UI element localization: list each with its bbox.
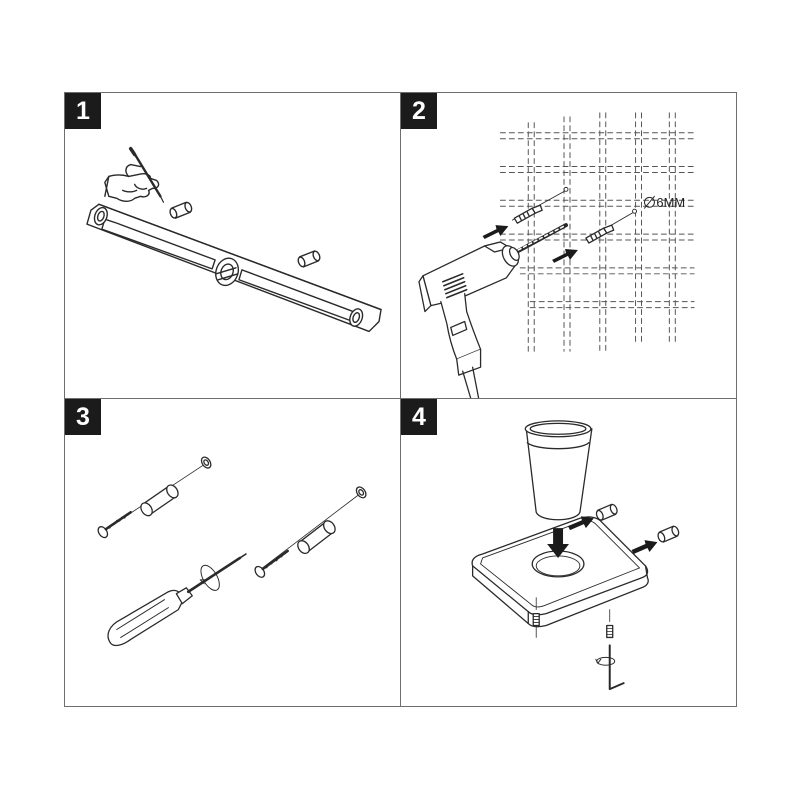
glass-tumbler-icon — [524, 420, 593, 521]
wall-plug-icon — [513, 204, 543, 224]
hex-key-icon — [608, 644, 625, 691]
arrow-icon — [552, 248, 578, 263]
wall-plug-icon — [595, 503, 618, 521]
set-screw-icon — [606, 609, 614, 639]
spirit-level-icon — [86, 203, 382, 333]
step-4-panel: 4 — [400, 398, 737, 707]
svg-text:6MM: 6MM — [656, 195, 685, 210]
step-number-badge: 2 — [401, 93, 437, 129]
wall-plug-icon — [585, 224, 615, 244]
assembly-axis-lines — [104, 464, 360, 571]
step-number-badge: 1 — [65, 93, 101, 129]
wall-grid-icon — [499, 112, 695, 352]
wall-plug-icon — [297, 250, 321, 268]
step-number-badge: 3 — [65, 399, 101, 435]
washer-icon — [355, 486, 367, 499]
step-4-illustration — [471, 420, 680, 691]
wall-plug-icon — [169, 201, 193, 219]
diameter-label: 6MM — [644, 195, 685, 210]
step-2-panel: 2 — [400, 92, 737, 399]
wall-plug-icon — [140, 484, 179, 517]
screw-icon — [97, 510, 132, 539]
step-2-illustration: 6MM — [418, 112, 695, 398]
hand-with-pencil-icon — [104, 146, 165, 203]
step-number-badge: 4 — [401, 399, 437, 435]
step-3-panel: 3 — [64, 398, 401, 707]
screwdriver-icon — [107, 553, 247, 647]
wall-plug-icon — [657, 525, 680, 543]
electric-drill-icon — [418, 241, 520, 398]
arrow-icon — [482, 225, 509, 240]
drill-bit-icon — [514, 223, 569, 254]
wall-plug-icon — [297, 520, 336, 555]
arrow-icon — [631, 540, 658, 554]
screw-icon — [254, 549, 289, 578]
step-3-illustration — [97, 456, 367, 647]
washer-icon — [200, 456, 212, 469]
step-1-illustration — [86, 146, 382, 333]
rotation-icon — [595, 656, 616, 666]
arrow-icon — [547, 528, 569, 558]
step-1-panel: 1 — [64, 92, 401, 399]
arrow-icon — [568, 516, 594, 531]
set-screw-icon — [532, 597, 540, 638]
base-plate-icon — [471, 516, 649, 628]
rotation-icon — [199, 564, 220, 591]
